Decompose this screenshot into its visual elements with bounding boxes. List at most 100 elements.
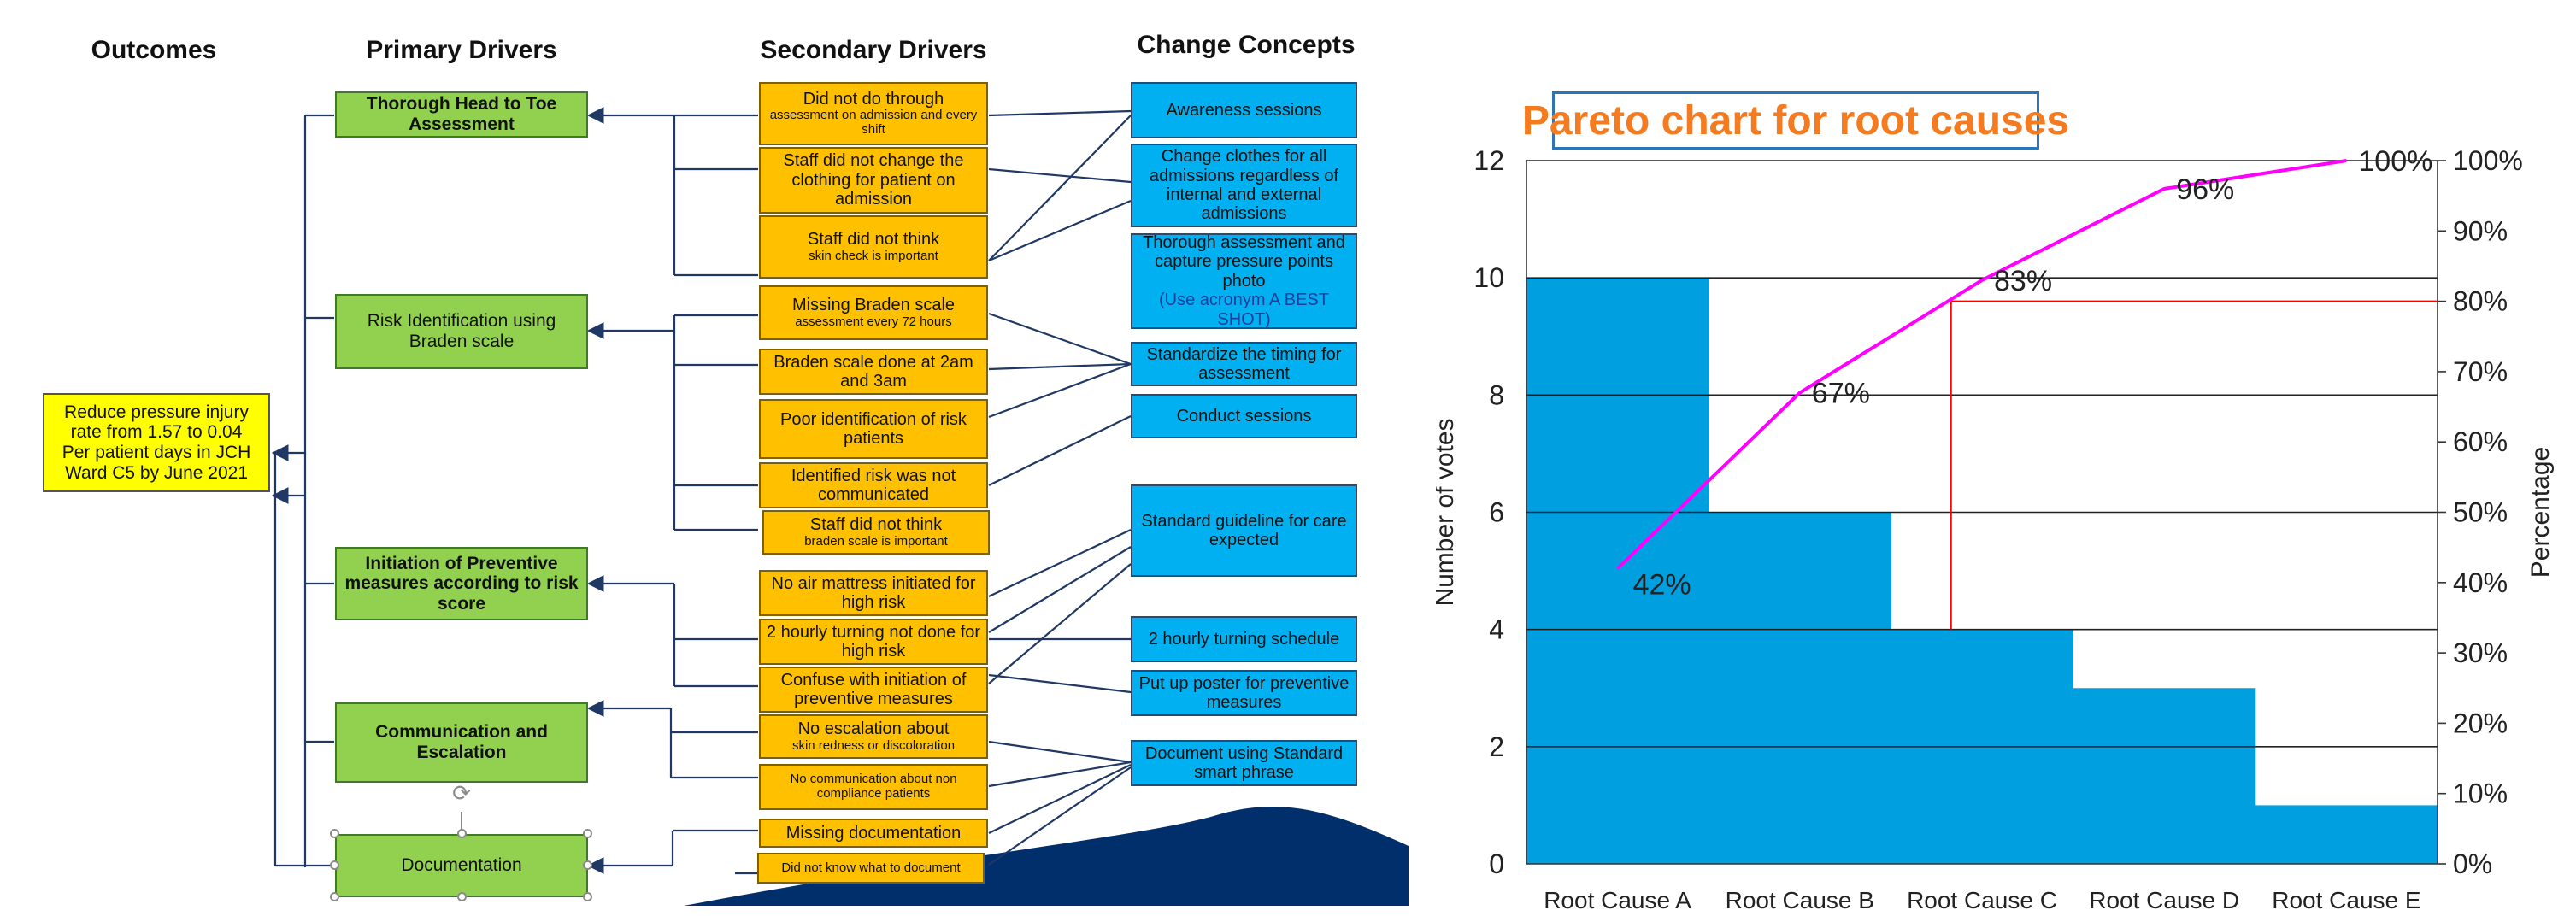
x-tick-label: Root Cause D	[2089, 887, 2239, 913]
secondary-driver[interactable]: Did not do through assessment on admissi…	[759, 82, 988, 145]
selection-handle[interactable]	[457, 892, 467, 901]
selection-handle[interactable]	[583, 860, 592, 870]
primary-driver-documentation[interactable]: Documentation	[335, 834, 588, 897]
outcome-line: Reduce pressure injury	[64, 402, 249, 422]
chart-title: Pareto chart for root causes	[1522, 91, 2069, 150]
header-outcomes: Outcomes	[91, 36, 217, 64]
header-secondary-drivers: Secondary Drivers	[760, 36, 987, 64]
y-axis-title: Number of votes	[1436, 418, 1459, 606]
cumulative-label: 100%	[2358, 145, 2432, 178]
y2-tick-label: 30%	[2453, 637, 2508, 668]
selection-handle[interactable]	[330, 829, 339, 838]
secondary-driver[interactable]: No air mattress initiated for high risk	[759, 570, 988, 616]
primary-driver-preventive-measures[interactable]: Initiation of Preventive measures accord…	[335, 547, 588, 620]
y-tick-label: 0	[1489, 849, 1504, 879]
y2-tick-label: 0%	[2453, 849, 2492, 879]
change-concept[interactable]: Standard guideline for care expected	[1131, 484, 1357, 577]
y2-tick-label: 40%	[2453, 567, 2508, 598]
selection-handle[interactable]	[457, 829, 467, 838]
change-concept[interactable]: Awareness sessions	[1131, 82, 1357, 138]
x-tick-label: Root Cause C	[1907, 887, 2057, 913]
primary-driver-risk-identification[interactable]: Risk Identification using Braden scale	[335, 294, 588, 369]
cumulative-label: 67%	[1812, 378, 1870, 410]
y2-tick-label: 10%	[2453, 778, 2508, 809]
change-concept[interactable]: 2 hourly turning schedule	[1131, 616, 1357, 662]
secondary-main: Poor identification of risk patients	[780, 409, 967, 448]
secondary-small: assessment every 72 hours	[795, 314, 952, 329]
secondary-main: Missing Braden scale	[791, 296, 956, 315]
secondary-driver[interactable]: Poor identification of risk patients	[759, 399, 988, 459]
outcome-line: Per patient days in JCH	[62, 443, 251, 462]
selection-handle[interactable]	[583, 829, 592, 838]
bar	[1526, 278, 1709, 865]
change-concept[interactable]: Document using Standard smart phrase	[1131, 740, 1357, 786]
header-change-concepts: Change Concepts	[1137, 31, 1356, 59]
primary-driver-line: Initiation of Preventive	[365, 553, 558, 573]
cumulative-label: 96%	[2176, 173, 2234, 206]
y-tick-label: 10	[1473, 262, 1504, 293]
outcome-box[interactable]: Reduce pressure injury rate from 1.57 to…	[43, 393, 270, 492]
bar	[1709, 512, 1891, 864]
secondary-driver[interactable]: No communication about non compliance pa…	[759, 764, 988, 810]
secondary-driver[interactable]: 2 hourly turning not done for high risk	[759, 619, 988, 665]
change-text: 2 hourly turning schedule	[1148, 629, 1340, 649]
secondary-main: No air mattress initiated for high risk	[771, 573, 976, 612]
selection-handle[interactable]	[583, 892, 592, 901]
secondary-small: assessment on admission and every shift	[769, 108, 978, 138]
secondary-driver[interactable]: Confuse with initiation of preventive me…	[759, 667, 988, 713]
change-text: Thorough assessment and capture pressure…	[1143, 233, 1345, 291]
change-text: Document using Standard smart phrase	[1144, 743, 1344, 782]
secondary-driver[interactable]: Missing documentation	[759, 819, 988, 848]
x-tick-label: Root Cause E	[2272, 887, 2420, 913]
secondary-main: Did not do through	[803, 90, 944, 109]
y2-axis-title: Percentage	[2526, 447, 2555, 578]
rotate-handle-icon[interactable]: ⟳	[452, 780, 471, 806]
secondary-main: 2 hourly turning not done for high risk	[766, 622, 981, 661]
change-text: Standard guideline for care expected	[1141, 511, 1347, 549]
change-concept[interactable]: Thorough assessment and capture pressure…	[1131, 233, 1357, 329]
secondary-driver[interactable]: Identified risk was not communicated	[759, 462, 988, 508]
primary-driver-line: score	[437, 593, 486, 614]
change-text: Awareness sessions	[1166, 100, 1322, 120]
primary-driver-line: measures according to risk	[344, 573, 579, 594]
secondary-main: No escalation about	[797, 719, 950, 739]
secondary-driver[interactable]: Staff did not change the clothing for pa…	[759, 147, 988, 214]
y2-tick-label: 90%	[2453, 215, 2508, 246]
change-concept[interactable]: Change clothes for all admissions regard…	[1131, 144, 1357, 227]
secondary-small: Did not know what to document	[781, 860, 961, 875]
y2-tick-label: 70%	[2453, 356, 2508, 387]
change-concept[interactable]: Standardize the timing for assessment	[1131, 342, 1357, 386]
x-tick-label: Root Cause B	[1726, 887, 1874, 913]
change-text-acronym: (Use acronym A BEST SHOT)	[1159, 291, 1329, 329]
secondary-driver[interactable]: No escalation about skin redness or disc…	[759, 714, 988, 759]
secondary-small: skin redness or discoloration	[791, 737, 956, 753]
primary-driver-head-to-toe[interactable]: Thorough Head to Toe Assessment	[335, 91, 588, 138]
y2-tick-label: 50%	[2453, 497, 2508, 528]
secondary-main: Staff did not think	[809, 515, 943, 535]
secondary-driver[interactable]: Did not know what to document	[757, 853, 985, 884]
selection-handle[interactable]	[330, 892, 339, 901]
pareto-chart-svg: 0246810120%10%20%30%40%50%60%70%80%90%10…	[1436, 145, 2555, 913]
primary-driver-line: Communication and	[375, 722, 548, 743]
secondary-driver[interactable]: Missing Braden scale assessment every 72…	[759, 285, 988, 340]
change-concept[interactable]: Conduct sessions	[1131, 394, 1357, 438]
secondary-main: Confuse with initiation of preventive me…	[780, 670, 967, 708]
secondary-driver[interactable]: Staff did not think braden scale is impo…	[762, 510, 990, 555]
primary-driver-line: Documentation	[401, 855, 522, 876]
change-concept[interactable]: Put up poster for preventive measures	[1131, 670, 1357, 716]
secondary-main: Identified risk was not communicated	[791, 466, 956, 504]
outcome-line: rate from 1.57 to 0.04	[70, 422, 243, 443]
cumulative-label: 42%	[1633, 568, 1691, 601]
y2-tick-label: 20%	[2453, 708, 2508, 738]
secondary-driver[interactable]: Braden scale done at 2am and 3am	[759, 349, 988, 395]
change-text: Conduct sessions	[1176, 406, 1312, 426]
selection-handle[interactable]	[330, 860, 339, 870]
secondary-driver[interactable]: Staff did not think skin check is import…	[759, 215, 988, 279]
cumulative-line	[1616, 159, 2347, 570]
header-primary-drivers: Primary Drivers	[366, 36, 557, 64]
primary-driver-communication[interactable]: Communication and Escalation	[335, 702, 588, 783]
x-tick-label: Root Cause A	[1544, 887, 1691, 913]
secondary-small: skin check is important	[809, 248, 938, 263]
bar	[2255, 805, 2438, 864]
